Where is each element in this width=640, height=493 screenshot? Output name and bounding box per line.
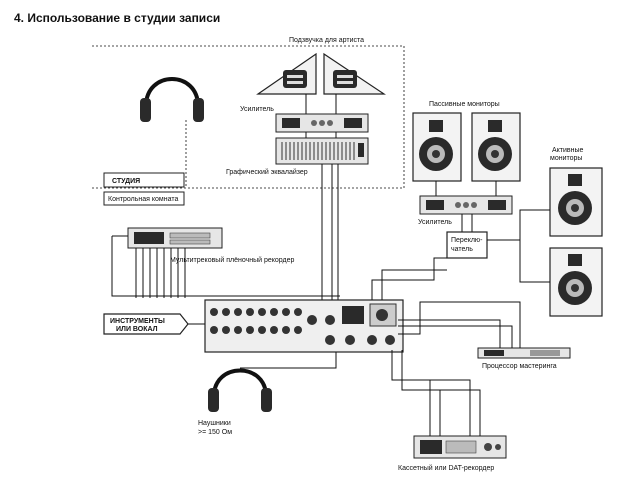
- passive-monitors-label: Пассивные мониторы: [429, 101, 500, 108]
- passive-monitor-left-icon: [412, 112, 462, 182]
- artist-wedge-left-icon: [256, 52, 317, 95]
- mixer-mastering-cables: [398, 301, 521, 348]
- top-amplifier-label: Усилитель: [240, 106, 274, 113]
- svg-text:СТУДИЯ: СТУДИЯ: [112, 178, 140, 185]
- instruments-arrow: ИНСТРУМЕНТЫ ИЛИ ВОКАЛ: [103, 313, 189, 335]
- headphones-icon: [208, 368, 272, 412]
- passive-monitor-cables: [435, 181, 497, 196]
- mixer-switcher-cables: [371, 257, 447, 300]
- graphic-eq-label: Графический эквалайзер: [226, 168, 308, 176]
- studio-headphones-icon: [140, 77, 204, 122]
- studio-label-box: СТУДИЯ: [103, 172, 185, 188]
- svg-text:ИНСТРУМЕНТЫ: ИНСТРУМЕНТЫ: [110, 318, 165, 325]
- graphic-eq-device: [275, 137, 369, 165]
- svg-text:чатель: чатель: [451, 246, 473, 253]
- right-amplifier-label: Усилитель: [418, 219, 452, 226]
- multitrack-cables: [135, 248, 186, 298]
- mixer-eq-cables: [321, 164, 339, 300]
- multitrack-recorder-device: [127, 227, 223, 249]
- artist-monitor-label: Подзвучка для артиста: [289, 37, 364, 44]
- active-monitors-label-2: мониторы: [550, 155, 582, 162]
- wedge-cables: [305, 94, 337, 114]
- active-monitor-top-icon: [549, 167, 603, 237]
- artist-wedge-right-icon: [323, 52, 386, 95]
- cassette-dat-label: Кассетный или DAT-рекордер: [398, 464, 494, 472]
- cassette-dat-recorder-device: [413, 435, 507, 459]
- section-title: 4. Использование в студии записи: [14, 11, 220, 25]
- mixer-recorder-cables: [391, 350, 481, 436]
- mastering-processor-device: [477, 347, 571, 359]
- svg-text:Контрольная комната: Контрольная комната: [108, 196, 178, 203]
- active-monitors-label-1: Активные: [552, 147, 584, 154]
- switcher-active-cables: [487, 209, 550, 283]
- studio-boundary: [92, 45, 405, 188]
- headphones-label-2: >= 150 Ом: [198, 429, 232, 436]
- headphones-label-1: Наушники: [198, 420, 231, 427]
- active-monitor-bottom-icon: [549, 247, 603, 317]
- top-amplifier-device: [275, 113, 369, 133]
- multitrack-label: Мультитрековый плёночный рекордер: [170, 256, 294, 264]
- switcher-device: Переклю- чатель: [446, 231, 488, 259]
- amp-switcher-cables: [461, 214, 473, 232]
- amp-eq-cables: [305, 132, 337, 138]
- multitrack-return-cable: [111, 235, 340, 297]
- right-amplifier-device: [419, 195, 513, 215]
- mixer-device: [204, 299, 404, 353]
- mastering-label: Процессор мастеринга: [482, 363, 557, 370]
- svg-text:ИЛИ ВОКАЛ: ИЛИ ВОКАЛ: [116, 326, 158, 333]
- headphones-cable: [240, 352, 337, 369]
- passive-monitor-right-icon: [471, 112, 521, 182]
- control-room-label-box: Контрольная комната: [103, 191, 185, 206]
- svg-text:Переклю-: Переклю-: [451, 237, 483, 244]
